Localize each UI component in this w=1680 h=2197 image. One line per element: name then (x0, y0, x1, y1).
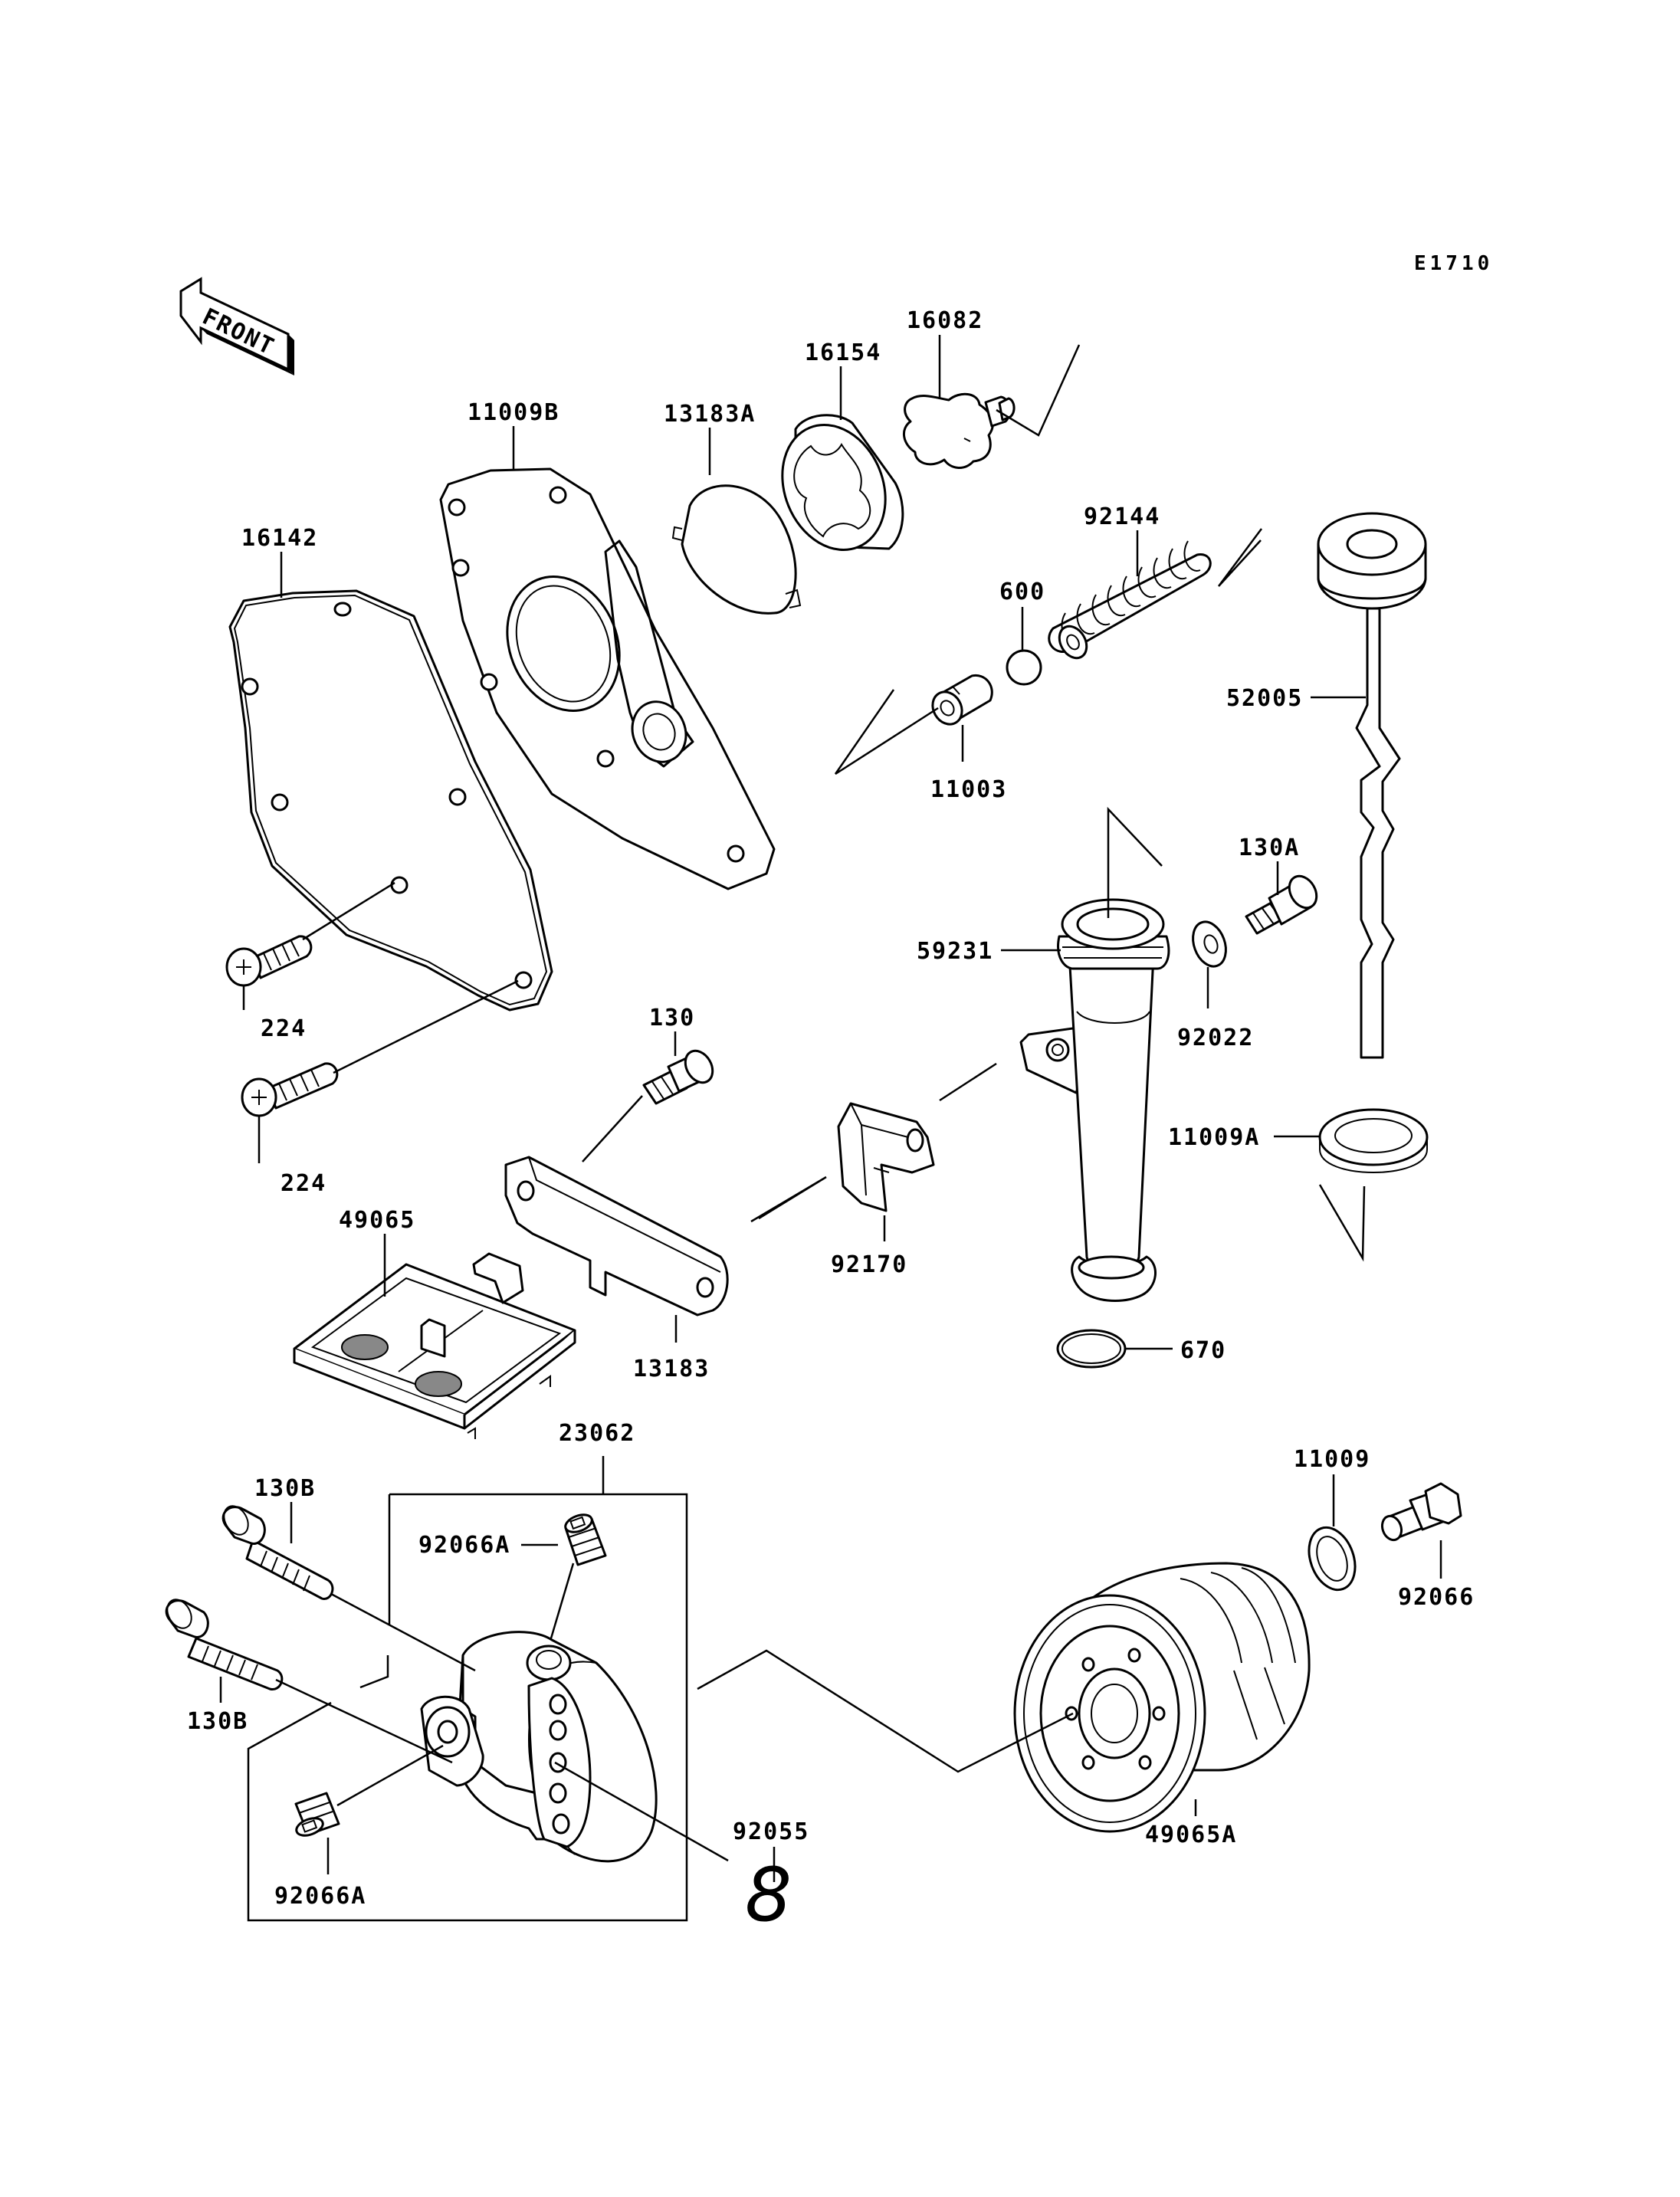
label-130a: 130A (1239, 835, 1300, 861)
assembly-direction-line (697, 1649, 1074, 1773)
plug-92066a-upper (564, 1513, 607, 1566)
label-16082: 16082 (907, 307, 983, 334)
assembly-direction-line (1318, 1184, 1366, 1262)
assembly-direction-line (582, 1095, 643, 1162)
gasket-92055-symbol: 8 (745, 1852, 792, 1938)
fitting-92066 (1380, 1482, 1462, 1542)
oring-11009a (1318, 1108, 1429, 1173)
assembly-direction-line (333, 979, 519, 1074)
bolt-130 (642, 1049, 714, 1105)
label-49065: 49065 (339, 1207, 415, 1234)
plate-13183 (504, 1156, 729, 1317)
label-92066a-lower: 92066A (274, 1883, 366, 1910)
relief-valve-11003 (931, 674, 993, 726)
label-92055: 92055 (733, 1818, 809, 1845)
assembly-direction-line (554, 1761, 729, 1862)
assembly-box-frame (247, 1493, 688, 1922)
label-130b-upper: 130B (254, 1475, 316, 1502)
assembly-direction-line (330, 1592, 476, 1672)
rotor-16154 (781, 414, 904, 551)
assembly-direction-line (939, 1062, 997, 1102)
rotor-16082 (903, 392, 1016, 469)
oring-11009 (1308, 1526, 1357, 1592)
label-92066a-upper: 92066A (418, 1532, 510, 1559)
label-13183a: 13183A (664, 401, 756, 428)
diagram-code: E1710 (1414, 252, 1493, 275)
label-11009a: 11009A (1168, 1124, 1260, 1151)
oil-pipe-59231 (1019, 898, 1170, 1302)
oring-670 (1056, 1329, 1127, 1369)
label-92144: 92144 (1084, 503, 1160, 530)
label-92022: 92022 (1177, 1025, 1254, 1051)
assembly-direction-line (996, 344, 1081, 437)
label-92066: 92066 (1398, 1584, 1475, 1611)
assembly-direction-line (1107, 806, 1163, 918)
spring-92144 (1048, 540, 1212, 660)
label-49065a: 49065A (1145, 1822, 1237, 1848)
assembly-box-frame-seg (359, 1655, 389, 1689)
front-arrow-icon: FRONT (179, 277, 294, 375)
plug-92066a-lower (294, 1792, 340, 1837)
label-52005: 52005 (1226, 685, 1303, 712)
label-92170: 92170 (831, 1251, 907, 1278)
oil-strainer-49065 (293, 1252, 576, 1439)
label-224-lower: 224 (281, 1170, 326, 1197)
label-224-upper: 224 (261, 1015, 307, 1042)
filter-holder-23062 (420, 1631, 658, 1863)
assembly-direction-line (547, 1562, 575, 1647)
label-59231: 59231 (917, 938, 993, 965)
label-130b-lower: 130B (187, 1708, 248, 1735)
label-11003: 11003 (930, 776, 1007, 803)
oil-filter-49065a (1013, 1562, 1311, 1833)
plate-13183a (671, 484, 802, 615)
assembly-direction-line (302, 881, 395, 941)
assembly-direction-line (1217, 528, 1263, 587)
label-600: 600 (999, 579, 1045, 605)
assembly-direction-line (750, 1176, 827, 1223)
assembly-direction-line (336, 1744, 444, 1807)
label-130: 130 (649, 1005, 695, 1031)
dipstick-52005 (1317, 512, 1427, 1059)
label-16142: 16142 (241, 525, 318, 552)
label-11009b: 11009B (468, 399, 559, 426)
bolt-130a (1245, 874, 1318, 935)
assembly-direction-line (834, 689, 939, 776)
oring-670-inner (1061, 1333, 1121, 1364)
bolt-224-upper (225, 935, 313, 987)
bolt-130b-lower (165, 1599, 284, 1690)
plate-11009b (439, 467, 776, 890)
leader-lines (219, 335, 1442, 1882)
ball-600 (1006, 649, 1042, 686)
label-670: 670 (1180, 1337, 1226, 1364)
bolt-130b-upper (221, 1505, 334, 1600)
washer-92022 (1192, 920, 1227, 968)
bolt-224-lower (241, 1062, 339, 1117)
label-16154: 16154 (805, 339, 881, 366)
assembly-direction-line (275, 1678, 453, 1764)
bracket-92170 (837, 1102, 935, 1212)
label-13183: 13183 (633, 1356, 710, 1382)
label-11009: 11009 (1294, 1446, 1370, 1473)
label-23062: 23062 (559, 1420, 635, 1447)
